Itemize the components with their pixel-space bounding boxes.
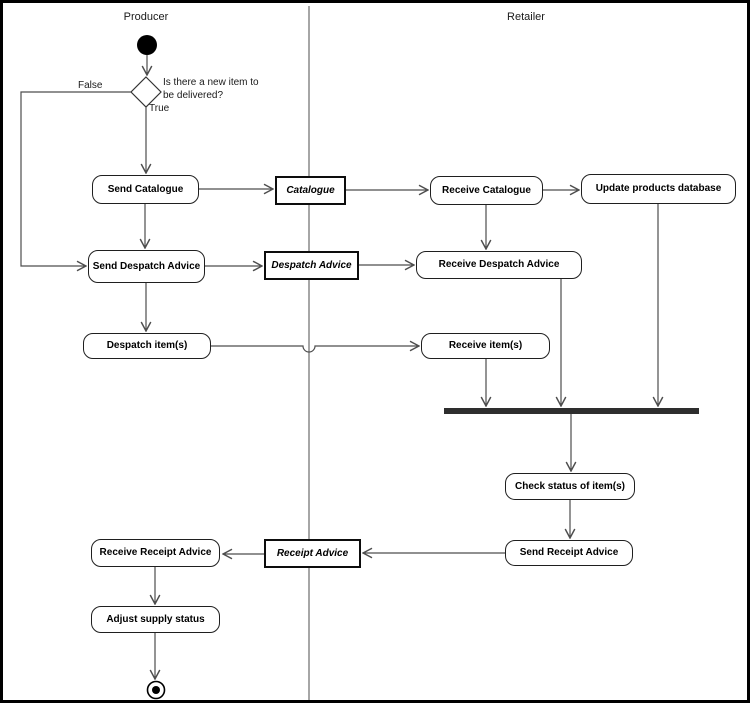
connector-layer [20, 6, 699, 700]
action-label: Update products database [595, 183, 722, 194]
lane-header-producer: Producer [123, 11, 169, 23]
edge-despatch-items-to-receive-items [211, 346, 419, 353]
action-label: Despatch item(s) [106, 340, 188, 351]
initial-node-icon [137, 35, 157, 55]
edge-decision-false-to-send-despatch-advice [20, 91, 131, 266]
lane-header-retailer: Retailer [507, 11, 545, 23]
action-update-products-database: Update products database [581, 174, 736, 204]
action-check-status-of-items: Check status of item(s) [505, 473, 635, 500]
action-send-receipt-advice: Send Receipt Advice [505, 540, 633, 566]
action-receive-receipt-advice: Receive Receipt Advice [91, 539, 220, 567]
action-label: Adjust supply status [106, 613, 205, 625]
action-label: Receive Catalogue [442, 184, 531, 196]
decision-question-line2: be delivered? [163, 90, 224, 101]
action-receive-despatch-advice: Receive Despatch Advice [416, 251, 582, 279]
object-label: Despatch Advice [271, 260, 352, 271]
join-bar [444, 408, 699, 414]
object-label: Catalogue [286, 185, 335, 196]
action-label: Check status of item(s) [514, 480, 626, 492]
decision-question-line1: Is there a new item to [163, 77, 259, 88]
action-label: Send Receipt Advice [519, 547, 619, 558]
decision-true-label: True [149, 103, 170, 114]
action-label: Send Despatch Advice [92, 260, 201, 272]
action-send-despatch-advice: Send Despatch Advice [88, 250, 205, 283]
action-receive-items: Receive item(s) [421, 333, 550, 359]
action-despatch-items: Despatch item(s) [83, 333, 211, 359]
object-label: Receipt Advice [276, 548, 349, 559]
object-node-receipt-advice: Receipt Advice [264, 539, 361, 568]
action-label: Send Catalogue [107, 183, 184, 195]
action-label: Receive Receipt Advice [99, 547, 212, 558]
object-node-despatch-advice: Despatch Advice [264, 251, 359, 280]
decision-question: Is there a new item to be delivered? [163, 76, 259, 102]
action-receive-catalogue: Receive Catalogue [430, 176, 543, 205]
final-node-inner-icon [152, 686, 160, 694]
decision-false-label: False [78, 80, 103, 91]
action-send-catalogue: Send Catalogue [92, 175, 199, 204]
action-label: Receive Despatch Advice [438, 259, 560, 270]
object-node-catalogue: Catalogue [275, 176, 346, 205]
action-adjust-supply-status: Adjust supply status [91, 606, 220, 633]
action-label: Receive item(s) [448, 340, 523, 351]
